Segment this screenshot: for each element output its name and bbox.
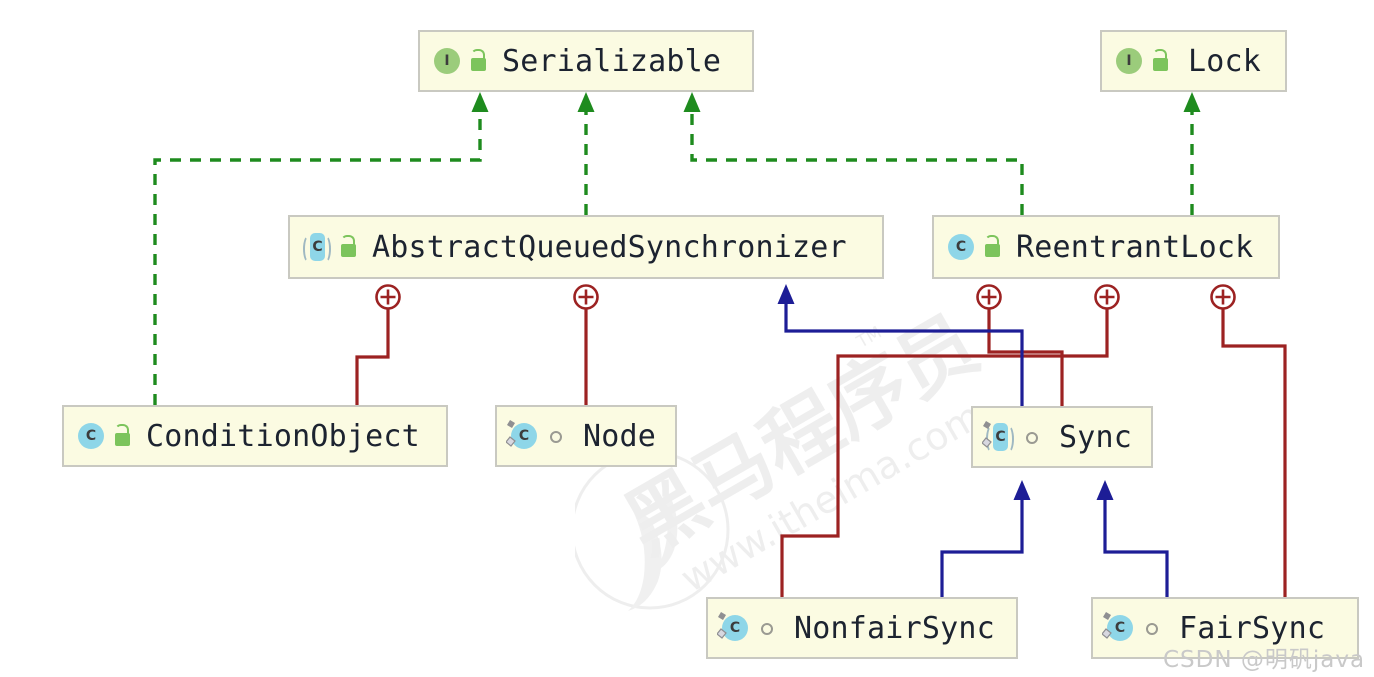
- interface-icon: I: [1114, 46, 1144, 76]
- class-icon: C: [946, 232, 976, 262]
- static-class-icon: C: [506, 420, 539, 451]
- node-label: AbstractQueuedSynchronizer: [372, 229, 847, 265]
- edge-aqs-contains-node: [573, 284, 599, 405]
- package-ring-icon: [545, 423, 567, 449]
- unlocked-padlock-icon: [468, 48, 490, 74]
- edge-reentrantlock-contains-sync: [976, 284, 1064, 406]
- unlocked-padlock-icon: [338, 234, 360, 260]
- unlocked-padlock-icon: [982, 234, 1004, 260]
- edge-reentrantlock-implements-serializable: [683, 92, 1024, 215]
- static-class-icon: C: [717, 612, 750, 643]
- node-label: Node: [583, 418, 657, 454]
- static-class-icon-letter: C: [511, 423, 537, 449]
- static-class-icon-letter: C: [1107, 615, 1133, 641]
- node-abstractqueuedsynchronizer[interactable]: C AbstractQueuedSynchronizer: [288, 215, 884, 279]
- interface-icon: I: [432, 46, 462, 76]
- edge-aqs-implements-serializable: [577, 92, 595, 215]
- edge-sync-extends-aqs: [777, 284, 1024, 406]
- node-label: ReentrantLock: [1016, 229, 1254, 265]
- edge-conditionobject-implements-serializable: [153, 92, 489, 405]
- edge-reentrantlock-contains-nonfairsync: [780, 284, 1120, 597]
- class-icon-letter: C: [948, 234, 974, 260]
- node-node[interactable]: C Node: [495, 405, 677, 467]
- abstract-static-class-icon: C: [982, 421, 1015, 453]
- abstract-class-icon: C: [302, 232, 332, 263]
- static-class-icon-letter: C: [722, 615, 748, 641]
- node-conditionobject[interactable]: C ConditionObject: [62, 405, 448, 467]
- edge-aqs-contains-conditionobject: [355, 284, 401, 405]
- static-class-icon: C: [1102, 612, 1135, 643]
- package-ring-icon: [1141, 615, 1163, 641]
- edge-nonfairsync-extends-sync: [940, 480, 1031, 597]
- class-icon-letter: C: [78, 423, 104, 449]
- node-label: ConditionObject: [146, 418, 420, 454]
- node-label: Sync: [1059, 419, 1133, 455]
- node-lock[interactable]: I Lock: [1100, 30, 1287, 92]
- edge-reentrantlock-implements-lock: [1183, 92, 1201, 215]
- node-serializable[interactable]: I Serializable: [418, 30, 754, 92]
- interface-icon-letter: I: [1116, 48, 1142, 74]
- class-icon: C: [76, 421, 106, 451]
- package-ring-icon: [756, 615, 778, 641]
- node-label: Serializable: [502, 43, 722, 79]
- edge-fairsync-extends-sync: [1096, 480, 1169, 597]
- node-label: NonfairSync: [794, 610, 995, 646]
- interface-icon-letter: I: [434, 48, 460, 74]
- unlocked-padlock-icon: [1150, 48, 1172, 74]
- node-fairsync[interactable]: C FairSync: [1091, 597, 1359, 659]
- node-nonfairsync[interactable]: C NonfairSync: [706, 597, 1018, 659]
- edge-reentrantlock-contains-fairsync: [1210, 284, 1287, 597]
- package-ring-icon: [1021, 424, 1043, 450]
- node-label: FairSync: [1179, 610, 1326, 646]
- node-reentrantlock[interactable]: C ReentrantLock: [932, 215, 1280, 279]
- node-sync[interactable]: C Sync: [971, 406, 1153, 468]
- node-label: Lock: [1188, 43, 1262, 79]
- unlocked-padlock-icon: [112, 423, 134, 449]
